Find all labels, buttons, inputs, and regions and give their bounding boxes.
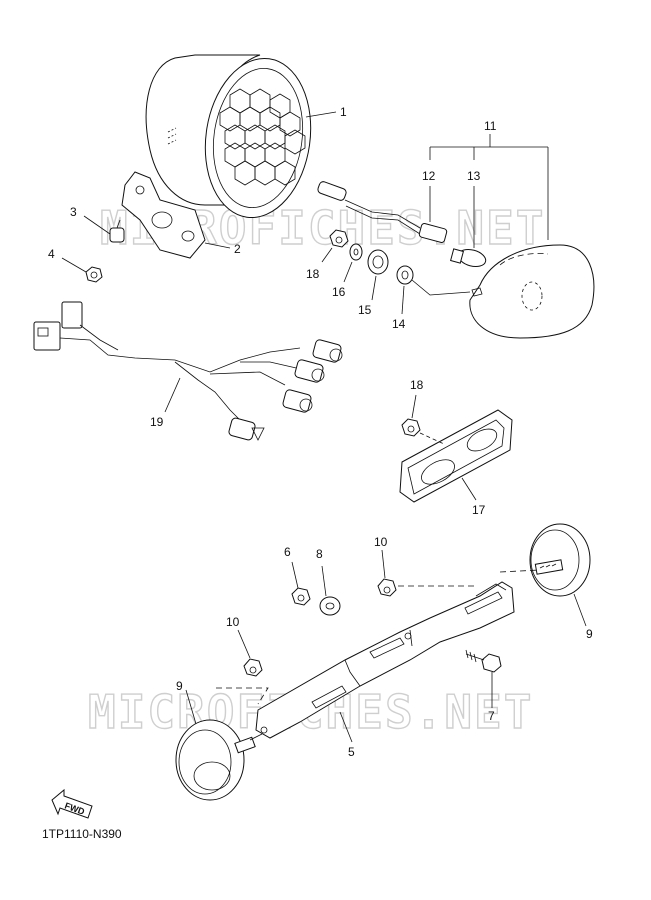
label-part-10-lower: 10	[226, 615, 240, 629]
collar-part-14[interactable]	[396, 265, 414, 285]
fwd-arrow-icon: FWD	[51, 788, 93, 819]
label-part-7: 7	[488, 709, 495, 723]
label-part-18-top: 18	[306, 267, 320, 281]
tail-light-bracket[interactable]	[121, 171, 206, 259]
label-part-1: 1	[340, 105, 347, 119]
label-part-14: 14	[392, 317, 406, 331]
label-part-18-reflector: 18	[410, 378, 424, 392]
turn-signal-housing[interactable]	[469, 244, 595, 339]
nut-part-18-reflector[interactable]	[401, 418, 421, 437]
label-part-9-left: 9	[176, 679, 183, 693]
tail-light-assembly[interactable]	[145, 52, 320, 225]
label-part-17: 17	[472, 503, 486, 517]
label-part-8: 8	[316, 547, 323, 561]
nut-part-10-lower[interactable]	[243, 658, 263, 677]
label-part-16: 16	[332, 285, 346, 299]
bulb-part-13[interactable]	[450, 247, 488, 270]
label-part-13: 13	[467, 169, 481, 183]
label-part-4: 4	[48, 247, 55, 261]
reflector-part-17[interactable]	[399, 409, 513, 503]
washer-part-16[interactable]	[349, 243, 363, 261]
label-part-9-right: 9	[586, 627, 593, 641]
label-part-11: 11	[484, 119, 497, 133]
nut-part-6[interactable]	[291, 587, 311, 606]
label-part-2: 2	[234, 242, 241, 256]
license-light-right-part-9[interactable]	[529, 523, 591, 597]
label-part-6: 6	[284, 545, 291, 559]
nut-part-4[interactable]	[85, 266, 103, 283]
label-part-3: 3	[70, 205, 77, 219]
label-part-5: 5	[348, 745, 355, 759]
license-light-left-part-9[interactable]	[175, 719, 263, 801]
washer-part-8[interactable]	[319, 596, 341, 616]
label-part-12: 12	[422, 169, 436, 183]
grommet-part-15[interactable]	[367, 249, 389, 275]
bulb-socket-part-12[interactable]	[317, 181, 448, 244]
label-part-10-top: 10	[374, 535, 388, 549]
nut-part-10-top[interactable]	[377, 578, 397, 597]
nut-part-18-top[interactable]	[329, 229, 349, 248]
diagram-code: 1TP1110-N390	[42, 827, 122, 841]
license-bracket-part-5[interactable]	[255, 581, 515, 739]
bolt-part-7[interactable]	[465, 649, 502, 673]
bolt-part-3[interactable]	[109, 219, 125, 243]
wire-harness-part-19[interactable]	[33, 301, 343, 441]
label-part-15: 15	[358, 303, 372, 317]
label-part-19: 19	[150, 415, 164, 429]
